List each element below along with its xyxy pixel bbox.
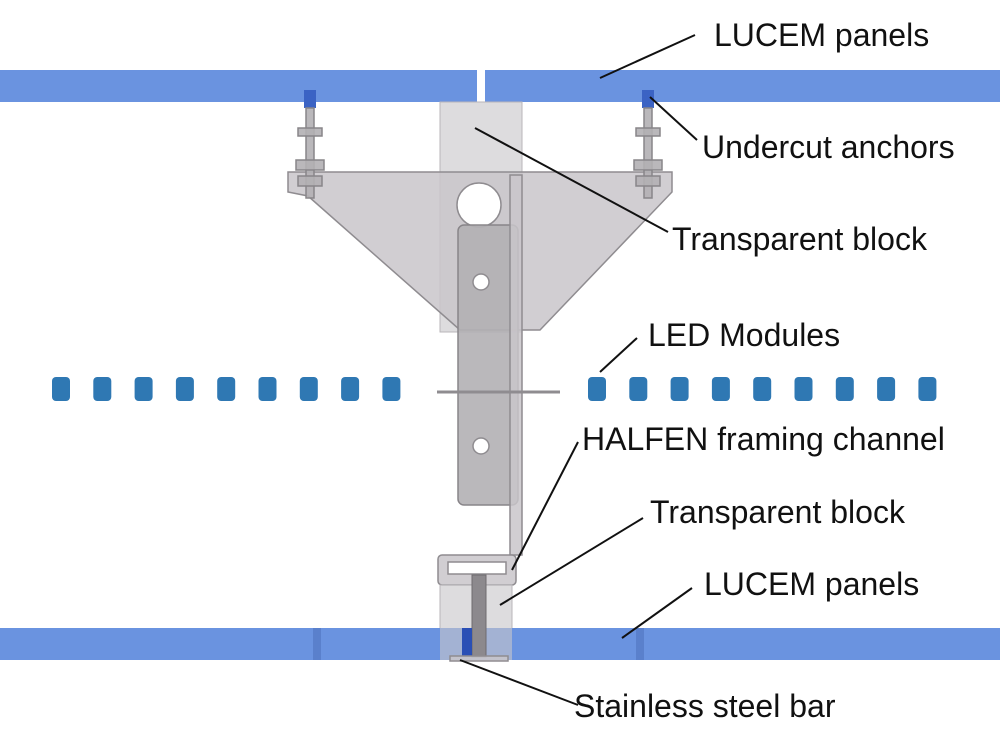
anchor-nut-left-2 <box>295 159 325 171</box>
bracket-hole <box>456 182 502 228</box>
plate-hole-top <box>472 273 490 291</box>
led-module-right-4 <box>711 377 730 401</box>
led-module-right-2 <box>629 377 648 401</box>
label-halfen-channel: HALFEN framing channel <box>582 421 945 457</box>
vertical-plate-body <box>457 224 519 506</box>
led-module-left-1 <box>52 377 70 401</box>
led-module-left-7 <box>299 377 318 401</box>
led-module-right-6 <box>794 377 813 401</box>
led-module-right-1 <box>588 377 606 401</box>
led-module-left-4 <box>175 377 194 401</box>
label-stainless-bar: Stainless steel bar <box>574 688 836 724</box>
top-lucem-panels <box>0 70 1000 102</box>
label-lucem-top: LUCEM panels <box>714 17 929 53</box>
anchor-tip-right <box>642 90 654 108</box>
label-undercut-anchors: Undercut anchors <box>702 129 955 165</box>
bottom-anchor-left-ghost <box>313 628 321 660</box>
leader-lucem-bottom <box>621 587 693 639</box>
label-transparent-block-top: Transparent block <box>672 221 928 257</box>
leader-stainless-bar <box>459 659 579 706</box>
led-module-right-9 <box>918 377 937 401</box>
steel-bar-plate <box>449 655 509 662</box>
label-led-modules: LED Modules <box>648 317 840 353</box>
stainless-steel-bar <box>449 574 509 662</box>
steel-bar-rod <box>471 574 487 658</box>
bottom-lucem-panels <box>0 628 1000 660</box>
labels: LUCEM panels Undercut anchors Transparen… <box>574 17 955 724</box>
label-lucem-bottom: LUCEM panels <box>704 566 919 602</box>
undercut-anchor-left <box>295 90 325 199</box>
anchor-tip-left <box>304 90 316 108</box>
led-module-right-3 <box>670 377 689 401</box>
led-module-left-2 <box>93 377 112 401</box>
leader-led-modules <box>599 337 638 373</box>
plate-flange <box>509 174 523 556</box>
led-module-left-5 <box>217 377 236 401</box>
top-panel-right <box>485 70 1000 102</box>
anchor-rod-right <box>643 107 653 199</box>
plate-hole-bottom <box>472 437 490 455</box>
anchor-nut-right-1 <box>635 127 661 137</box>
steel-bar-blue-tip <box>462 628 472 656</box>
leader-transparent-block-top <box>474 127 669 233</box>
leader-undercut-anchors <box>649 96 698 141</box>
channel-inner <box>447 561 507 575</box>
vertical-plate <box>437 174 560 556</box>
bottom-anchor-right-ghost <box>636 628 644 660</box>
anchor-nut-left-1 <box>297 127 323 137</box>
top-panel-left <box>0 70 477 102</box>
led-module-left-9 <box>382 377 401 401</box>
led-module-right-8 <box>877 377 896 401</box>
leader-lucem-top <box>599 34 696 79</box>
anchor-nut-left-3 <box>297 175 323 187</box>
led-modules-left <box>52 377 401 401</box>
label-transparent-block-bottom: Transparent block <box>650 494 906 530</box>
led-module-left-3 <box>134 377 153 401</box>
anchor-rod-left <box>305 107 315 199</box>
anchor-nut-right-3 <box>635 175 661 187</box>
leader-halfen-channel <box>511 441 579 571</box>
led-modules-right <box>588 377 937 401</box>
led-module-right-7 <box>835 377 854 401</box>
anchor-nut-right-2 <box>633 159 663 171</box>
leader-transparent-block-bottom <box>499 517 644 606</box>
leader-lines <box>459 34 698 706</box>
led-module-left-6 <box>258 377 277 401</box>
undercut-anchor-right <box>633 90 663 199</box>
led-module-right-5 <box>753 377 772 401</box>
led-module-left-8 <box>341 377 360 401</box>
